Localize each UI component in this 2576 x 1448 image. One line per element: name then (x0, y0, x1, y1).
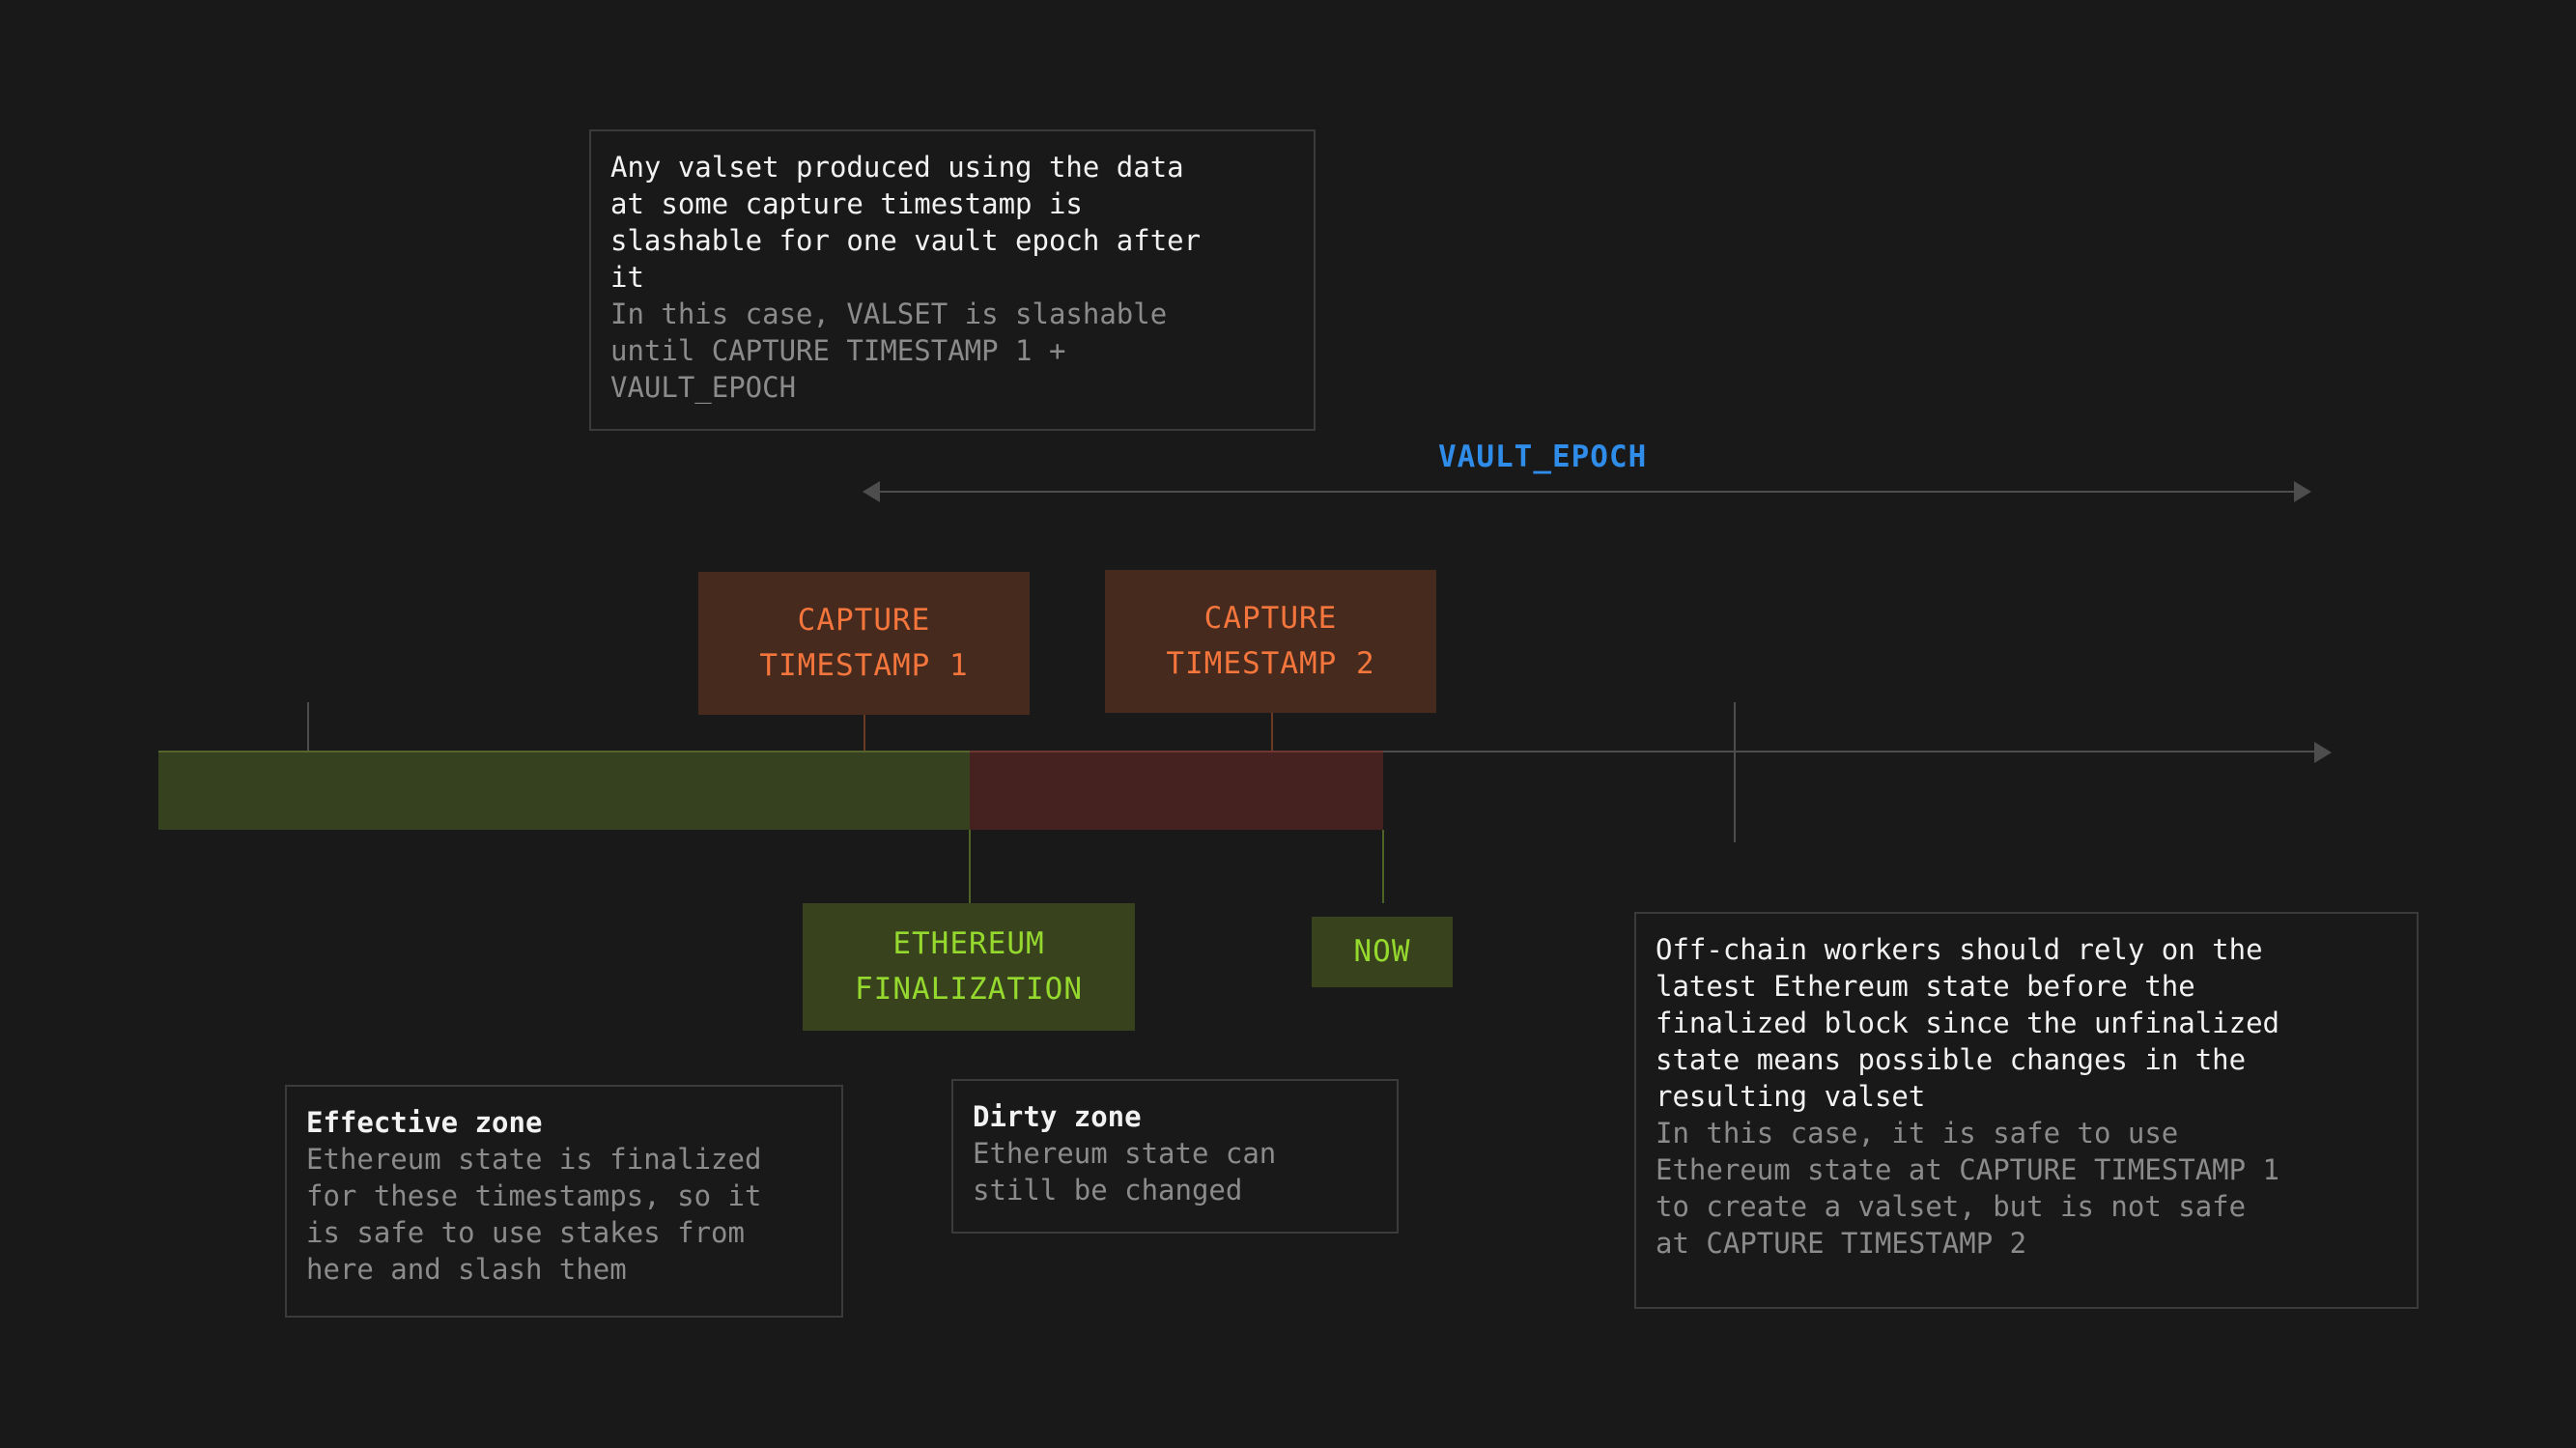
offchain-workers-note-title: Off-chain workers should rely on the lat… (1656, 933, 2280, 1113)
offchain-workers-note: Off-chain workers should rely on the lat… (1634, 912, 2419, 1309)
connector-capture-timestamp-2 (1271, 713, 1273, 752)
dirty-zone-note: Dirty zone Ethereum state can still be c… (951, 1079, 1399, 1234)
connector-ethereum-finalization (969, 830, 971, 903)
marker-ethereum-finalization[interactable]: ETHEREUM FINALIZATION (803, 903, 1135, 1031)
vault-epoch-arrow-right-head (2294, 481, 2311, 502)
valset-slashability-note: Any valset produced using the data at so… (589, 129, 1316, 431)
connector-now (1382, 830, 1384, 903)
effective-zone-note-title: Effective zone (306, 1106, 543, 1139)
vault-epoch-label: VAULT_EPOCH (1438, 440, 1648, 474)
marker-capture-timestamp-2[interactable]: CAPTURE TIMESTAMP 2 (1105, 570, 1436, 713)
valset-slashability-note-title: Any valset produced using the data at so… (610, 151, 1202, 294)
valset-slashability-note-subtitle: In this case, VALSET is slashable until … (610, 298, 1168, 404)
vault-epoch-span-line (878, 491, 2294, 493)
marker-now[interactable]: NOW (1312, 917, 1453, 987)
zone-dirty-bar (970, 751, 1383, 830)
connector-capture-timestamp-1 (863, 715, 865, 752)
zone-effective-bar (158, 751, 970, 830)
dirty-zone-note-subtitle: Ethereum state can still be changed (973, 1137, 1277, 1207)
timeline-tick-left (307, 702, 309, 751)
effective-zone-note: Effective zone Ethereum state is finaliz… (285, 1085, 843, 1318)
offchain-workers-note-subtitle: In this case, it is safe to use Ethereum… (1656, 1117, 2280, 1260)
dirty-zone-note-title: Dirty zone (973, 1100, 1142, 1133)
effective-zone-note-subtitle: Ethereum state is finalized for these ti… (306, 1143, 762, 1286)
timeline-axis-arrow-head (2314, 742, 2332, 763)
timeline-tick-right (1734, 702, 1736, 842)
vault-epoch-arrow-left-head (863, 481, 880, 502)
marker-capture-timestamp-1[interactable]: CAPTURE TIMESTAMP 1 (698, 572, 1030, 715)
